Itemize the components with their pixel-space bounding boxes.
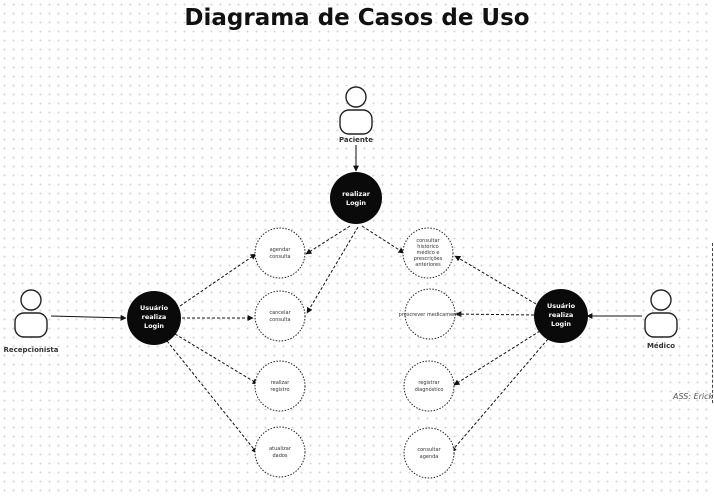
- use-case-label: cancelar: [269, 310, 291, 316]
- connectors: [50, 145, 642, 454]
- use-case-agendar-consulta: agendar consulta: [254, 227, 306, 279]
- actor-head: [20, 289, 42, 311]
- actor-label-medico: Médico: [647, 342, 675, 350]
- use-case-realizar-registro: realizar registro: [254, 360, 306, 412]
- use-case-label: diagnóstico: [415, 386, 444, 393]
- use-case-label: dados: [272, 453, 287, 459]
- use-case-label: realizar: [271, 380, 291, 386]
- hub-label: realizar: [342, 190, 371, 198]
- use-case-circle: [254, 360, 306, 412]
- use-case-cancelar-consulta: cancelar consulta: [254, 290, 306, 342]
- connector-right-diagnostico: [453, 330, 541, 386]
- use-case-label: consultar: [417, 447, 441, 453]
- actor-label-paciente: Paciente: [339, 136, 373, 144]
- connector-recepcionista-login: [50, 314, 127, 321]
- use-case-label: consulta: [269, 317, 290, 323]
- connector-right-historico: [454, 255, 537, 305]
- actor-body: [644, 312, 678, 338]
- use-case-label: consulta: [269, 254, 290, 260]
- use-case-circle: [402, 227, 454, 279]
- use-case-registrar-diagnostico: registrar diagnóstico: [403, 360, 455, 412]
- use-case-circle: [254, 290, 306, 342]
- actor-body: [339, 109, 373, 135]
- signature-line: [712, 243, 713, 403]
- hub-label: Login: [346, 199, 366, 207]
- actor-head: [345, 86, 367, 108]
- connector-left-agendar: [179, 253, 257, 307]
- hub-circle: [534, 289, 588, 343]
- hub-label: realiza: [549, 311, 574, 319]
- hub-usuario-realiza-login-right: Usuário realiza Login: [534, 289, 588, 343]
- actor-paciente: Paciente: [339, 86, 373, 144]
- use-case-label: agendar: [270, 247, 292, 253]
- actor-medico: Médico: [644, 289, 678, 350]
- connector-left-atualizar: [166, 340, 258, 454]
- use-case-label: médico e: [417, 249, 440, 256]
- hub-circle: [127, 291, 181, 345]
- connector-login-cancelar: [306, 226, 359, 314]
- use-case-circle: [404, 288, 456, 340]
- hub-circle: [330, 172, 382, 224]
- use-case-consultar-historico: consultar histórico médico e prescrições…: [402, 227, 454, 279]
- use-case-label: consultar: [416, 238, 440, 244]
- use-case-label: prescrever medicamento: [399, 312, 462, 318]
- use-case-consultar-agenda: consultar agenda: [403, 427, 455, 479]
- connector-login-historico: [361, 225, 405, 254]
- use-case-atualizar-dados: atualizar dados: [254, 426, 306, 478]
- use-case-label: atualizar: [269, 446, 292, 452]
- use-case-circle: [254, 227, 306, 279]
- actor-recepcionista: Recepcionista: [3, 289, 59, 354]
- hub-label: Login: [144, 322, 164, 330]
- actor-head: [650, 289, 672, 311]
- hub-label: Usuário: [140, 304, 169, 312]
- hub-label: Usuário: [547, 302, 576, 310]
- connector-right-prescrever: [455, 311, 535, 318]
- use-case-label: histórico: [417, 243, 438, 250]
- hub-realizar-login: realizar Login: [330, 172, 382, 224]
- use-case-label: registrar: [418, 380, 440, 386]
- use-case-label: anteriores: [415, 262, 441, 268]
- actor-body: [14, 312, 48, 338]
- use-case-label: registro: [270, 387, 289, 393]
- use-case-label: agenda: [420, 454, 439, 460]
- connector-left-registro: [174, 333, 259, 385]
- actor-label-recepcionista: Recepcionista: [3, 346, 58, 354]
- signature-text: ASS: Erick: [673, 392, 714, 401]
- use-case-label: prescrições: [414, 256, 443, 262]
- hub-label: Login: [551, 320, 571, 328]
- use-case-prescrever-medicamento: prescrever medicamento: [399, 288, 462, 340]
- use-case-circle: [403, 427, 455, 479]
- hub-usuario-realiza-login-left: Usuário realiza Login: [127, 291, 181, 345]
- diagram-title: Diagrama de Casos de Uso: [184, 5, 530, 31]
- use-case-circle: [403, 360, 455, 412]
- use-case-circle: [254, 426, 306, 478]
- hub-label: realiza: [142, 313, 167, 321]
- connector-login-agendar: [305, 225, 351, 255]
